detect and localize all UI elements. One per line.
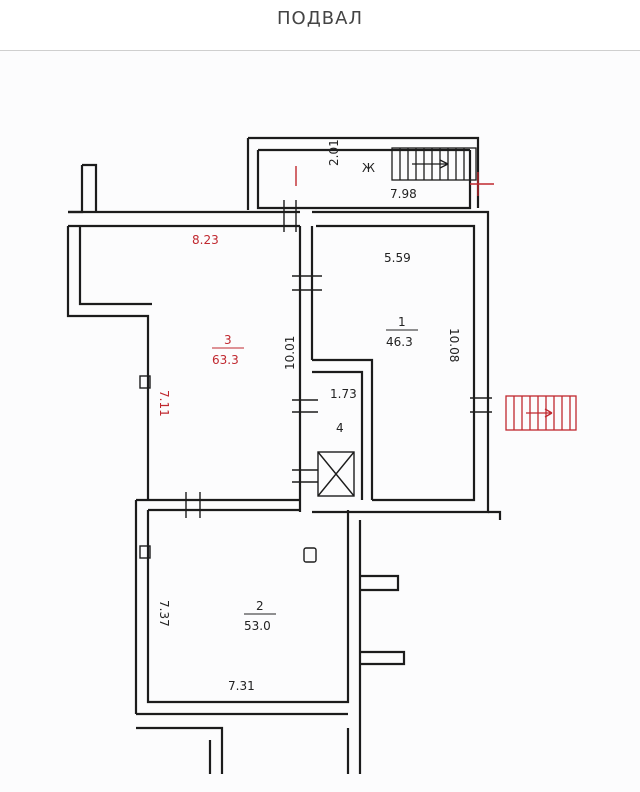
column-marker bbox=[303, 547, 317, 563]
shaft-symbol bbox=[317, 451, 355, 497]
room-1-length: 10.08 bbox=[447, 328, 461, 362]
room-2-area: 53.0 bbox=[244, 619, 271, 633]
room-3-area: 63.3 bbox=[212, 353, 239, 367]
walls bbox=[66, 136, 502, 774]
stair-block-height: 2.01 bbox=[327, 139, 341, 166]
room-2-number: 2 bbox=[256, 599, 264, 613]
room-3-length: 10.01 bbox=[283, 336, 297, 370]
wall-right-stubs bbox=[360, 510, 502, 666]
wall-room-4 bbox=[312, 358, 374, 500]
wall-niche-room-2 bbox=[139, 545, 151, 559]
room-4-width: 1.73 bbox=[330, 387, 357, 401]
title-divider bbox=[0, 50, 640, 51]
wall-niche-left bbox=[139, 375, 151, 389]
room-3-width: 8.23 bbox=[192, 233, 219, 247]
wall-bottom-stubs bbox=[136, 726, 350, 774]
wall-room-3 bbox=[66, 210, 300, 500]
room-1-width: 5.59 bbox=[384, 251, 411, 265]
stairs-exterior bbox=[505, 395, 577, 431]
room-1-area: 46.3 bbox=[386, 335, 413, 349]
floor-plan-background bbox=[0, 51, 640, 792]
stair-mark: Ж bbox=[362, 161, 375, 175]
room-1-number: 1 bbox=[398, 315, 406, 329]
accent-tick-marks bbox=[295, 166, 494, 196]
room-3-number: 3 bbox=[224, 333, 232, 347]
room-3-side: 7.11 bbox=[157, 390, 171, 417]
room-2-length: 7.37 bbox=[157, 600, 171, 627]
door-marks bbox=[185, 200, 492, 518]
wall-top-block bbox=[246, 136, 480, 210]
room-2-width: 7.31 bbox=[228, 679, 255, 693]
wall-room-2 bbox=[134, 498, 362, 774]
wall-room-1 bbox=[298, 210, 490, 514]
page-title: ПОДВАЛ bbox=[277, 8, 363, 29]
wall-left-stub bbox=[68, 163, 98, 214]
stair-block-length: 7.98 bbox=[390, 187, 417, 201]
stairs-top bbox=[391, 147, 477, 181]
room-4-number: 4 bbox=[336, 421, 344, 435]
